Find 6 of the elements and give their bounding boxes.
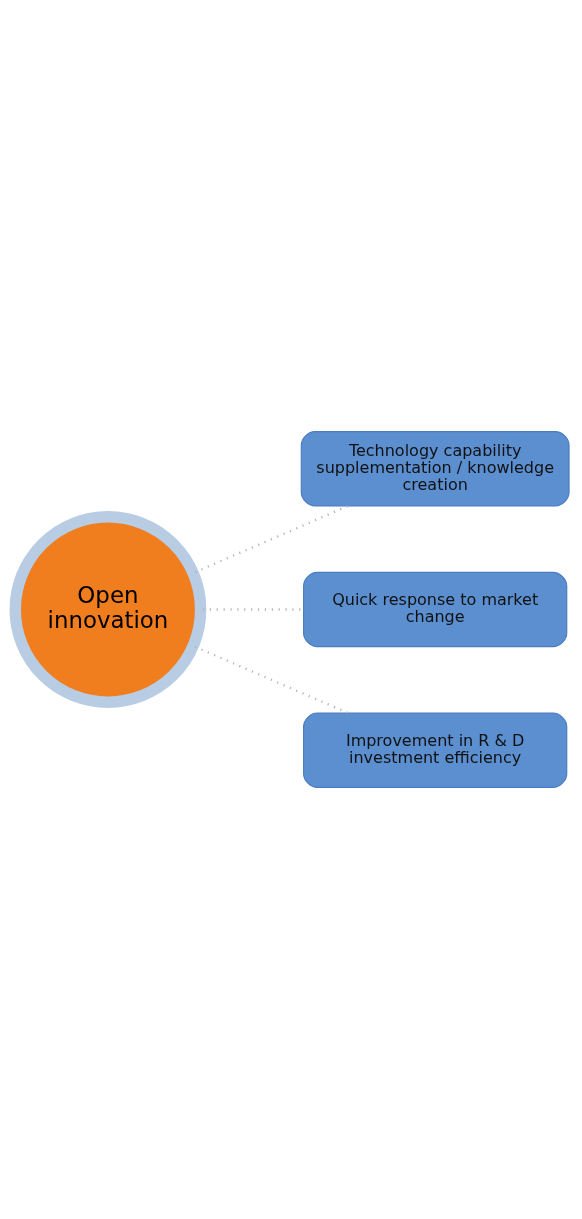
connector (194, 645, 349, 714)
node-box: Quick response to market change (303, 571, 568, 648)
node-box: Improvement in R & D investment efficiency (303, 712, 568, 788)
connector (194, 505, 349, 574)
node-box: Technology capability supplementation / knowledge creation (300, 431, 570, 507)
node-circle: Open innovation (9, 511, 207, 708)
